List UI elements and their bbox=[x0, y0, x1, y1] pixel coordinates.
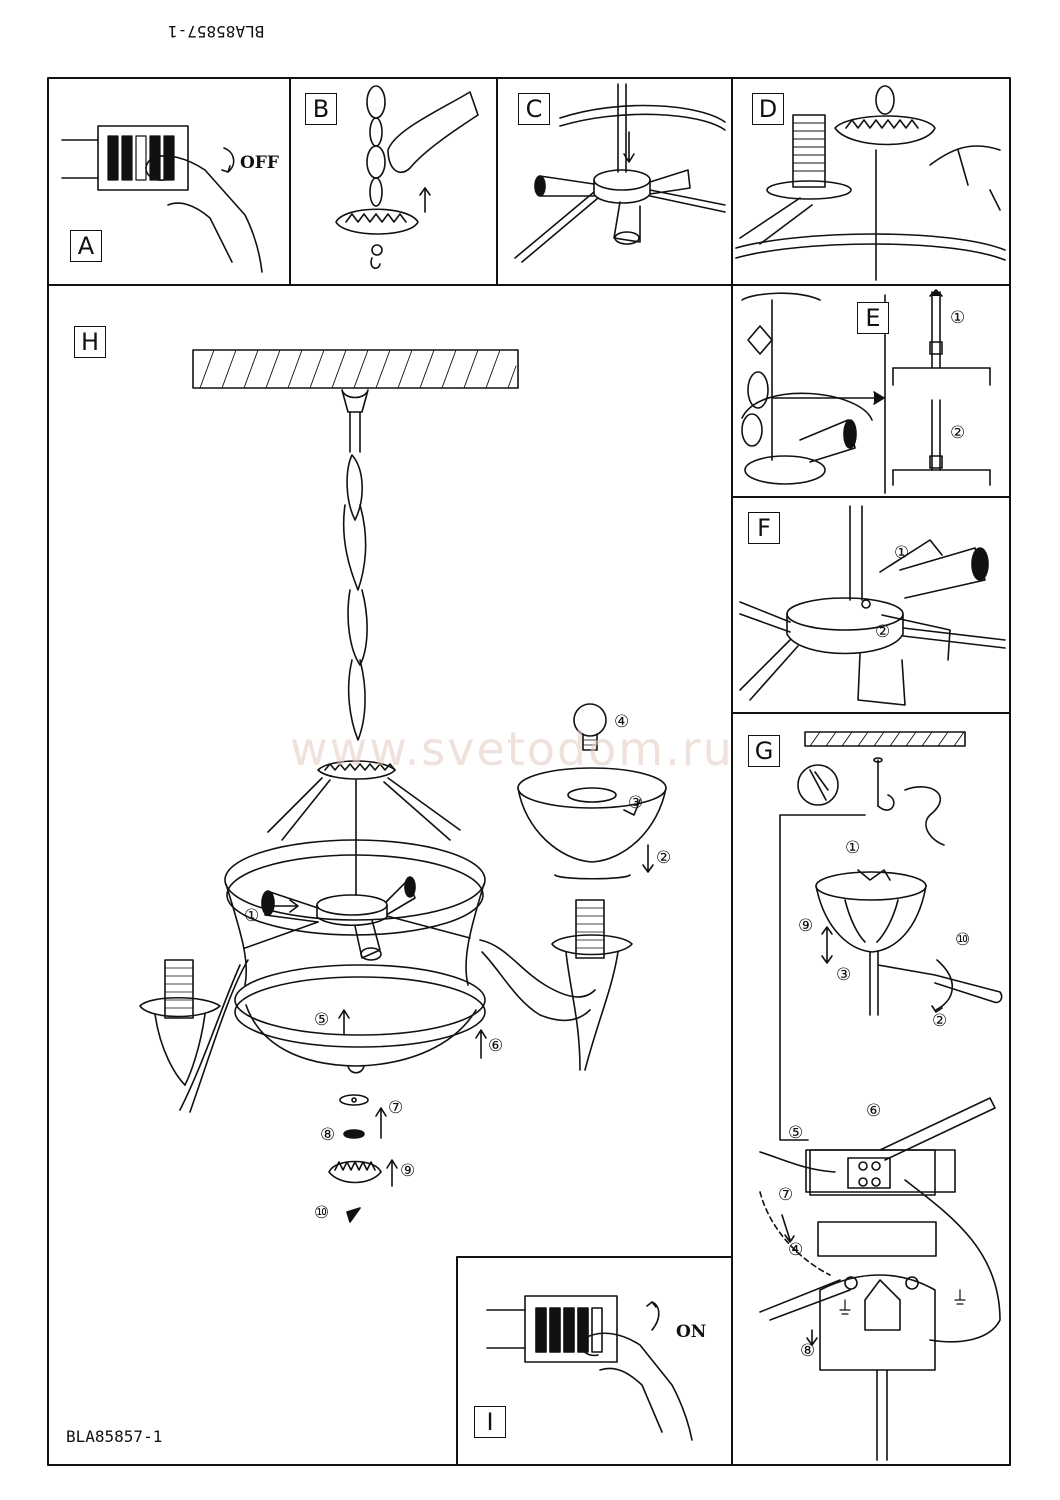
panel-c-label: C bbox=[518, 93, 550, 125]
panel-f-label: F bbox=[748, 512, 780, 544]
panel-e-callout-1: ① bbox=[950, 308, 966, 328]
panel-h-chandelier-assembly-illustration bbox=[139, 349, 667, 1223]
panel-g-callout-2: ② bbox=[932, 1011, 948, 1031]
panel-h-callout-6: ⑥ bbox=[488, 1036, 504, 1056]
panel-g-callout-1: ① bbox=[845, 838, 861, 858]
panel-b-chain-canopy-illustration bbox=[335, 85, 479, 270]
panel-d-label: D bbox=[752, 93, 784, 125]
panel-g-label: G bbox=[748, 735, 780, 767]
panel-h-callout-4: ④ bbox=[614, 712, 630, 732]
panel-h-callout-2: ② bbox=[656, 848, 672, 868]
panel-g-callout-5: ⑤ bbox=[788, 1123, 804, 1143]
panel-g-callout-8: ⑧ bbox=[800, 1341, 816, 1361]
panel-a-breaker-off-illustration bbox=[61, 125, 263, 273]
panel-i-frame bbox=[456, 1256, 733, 1466]
panel-d-chain-hooks-illustration bbox=[735, 85, 1006, 281]
watermark-text: www.svetodom.ru bbox=[290, 722, 734, 776]
panel-i-on-label: ON bbox=[676, 1322, 707, 1342]
panel-h-callout-10: ⑩ bbox=[314, 1203, 330, 1223]
panel-b-label: B bbox=[305, 93, 337, 125]
panel-i-label: I bbox=[474, 1406, 506, 1438]
panel-f-callout-2: ② bbox=[875, 622, 891, 642]
panel-h-callout-8: ⑧ bbox=[320, 1125, 336, 1145]
panel-a-label: A bbox=[70, 230, 102, 262]
panel-e-label: E bbox=[857, 302, 889, 334]
panel-g-callout-7: ⑦ bbox=[778, 1185, 794, 1205]
panel-h-callout-3: ③ bbox=[628, 793, 644, 813]
panel-f-allen-key-illustration bbox=[739, 505, 1006, 706]
panel-f-callout-1: ① bbox=[894, 543, 910, 563]
panel-i-breaker-on-illustration bbox=[486, 1295, 693, 1441]
panel-g-callout-6: ⑥ bbox=[866, 1101, 882, 1121]
panel-h-callout-7: ⑦ bbox=[388, 1098, 404, 1118]
panel-h-callout-9: ⑨ bbox=[400, 1161, 416, 1181]
panel-c-body-mount-illustration bbox=[514, 83, 726, 263]
panel-g-wiring-illustration bbox=[759, 731, 1003, 1461]
panel-g-callout-3: ③ bbox=[836, 965, 852, 985]
document-code-bottom: BLA85857-1 bbox=[66, 1427, 163, 1446]
panel-g-callout-4: ④ bbox=[788, 1240, 804, 1260]
panel-h-callout-5: ⑤ bbox=[314, 1010, 330, 1030]
document-code-top: BLA85857-1 bbox=[168, 22, 265, 41]
panel-a-off-label: OFF bbox=[240, 153, 279, 173]
panel-e-callout-2: ② bbox=[950, 423, 966, 443]
panel-g-callout-10: ⑩ bbox=[955, 930, 971, 950]
panel-g-callout-9: ⑨ bbox=[798, 916, 814, 936]
panel-h-label: H bbox=[74, 326, 106, 358]
panel-h-callout-1: ① bbox=[244, 906, 260, 926]
